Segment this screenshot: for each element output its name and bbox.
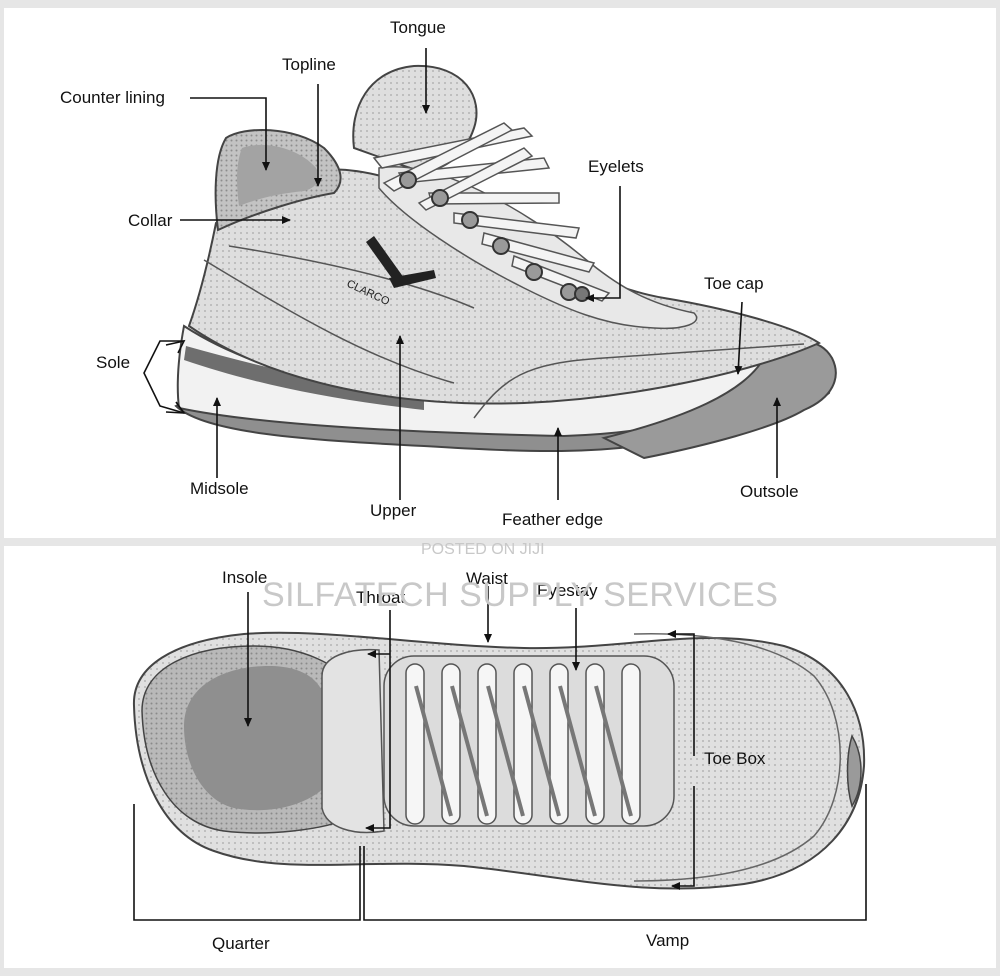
bracket-quarter: [133, 804, 361, 921]
label-eyelets: Eyelets: [588, 157, 644, 176]
label-eyestay: Eyestay: [537, 581, 598, 600]
label-feather-edge: Feather edge: [502, 510, 604, 529]
leader-sole-bracket-arrow-top: [165, 339, 186, 354]
leader-toe-cap: [734, 301, 743, 375]
label-topline: Topline: [282, 55, 336, 74]
leader-lines: [143, 48, 781, 500]
leader-eyelets: [585, 186, 621, 302]
eyelets-group: [399, 171, 590, 302]
leader-sole-bracket: [143, 340, 185, 414]
top-view-illustration: [132, 586, 867, 921]
label-sole: Sole: [96, 353, 131, 372]
toe-rubber-shape: [601, 341, 837, 460]
watermark-posted: POSTED ON JIJI: [421, 541, 545, 558]
side-view-panel: CLARCO Tongue Topline Counter lining Col…: [4, 8, 996, 538]
label-midsole: Midsole: [190, 479, 249, 498]
label-toe-cap: Toe cap: [704, 274, 764, 293]
tongue-top-shape: [321, 648, 385, 834]
label-waist: Waist: [466, 569, 508, 588]
upper-overlays: [203, 245, 805, 419]
toe-rubber-top: [846, 734, 862, 808]
leader-sole-bracket-arrow-bottom: [165, 401, 186, 414]
lace-diagonals: [414, 685, 633, 817]
side-view-illustration: CLARCO: [143, 48, 837, 500]
leader-toe-box-top: [667, 630, 695, 756]
label-tongue: Tongue: [390, 18, 446, 37]
label-quarter: Quarter: [212, 934, 270, 953]
label-throat: Throat: [356, 588, 406, 607]
leader-counter-lining: [190, 97, 270, 171]
toe-box-edge: [633, 633, 841, 882]
counter-lining-shape: [237, 144, 319, 206]
insole-shape: [184, 666, 326, 811]
leader-toe-box-bottom: [671, 786, 695, 890]
label-collar: Collar: [128, 211, 173, 230]
label-outsole: Outsole: [740, 482, 799, 501]
label-upper: Upper: [370, 501, 417, 520]
leader-throat: [365, 610, 391, 832]
bracket-vamp: [363, 784, 867, 921]
label-insole: Insole: [222, 568, 268, 587]
watermark-company: SILFATECH SUPPLY SERVICES: [262, 576, 779, 614]
label-toe-box: Toe Box: [704, 749, 766, 768]
top-view-panel: Insole Waist Throat Eyestay Toe Box Quar…: [4, 546, 996, 968]
upper-shape: [187, 168, 822, 405]
label-vamp: Vamp: [646, 931, 690, 950]
label-counter-lining: Counter lining: [60, 88, 165, 107]
leader-lines-top: [133, 586, 867, 921]
